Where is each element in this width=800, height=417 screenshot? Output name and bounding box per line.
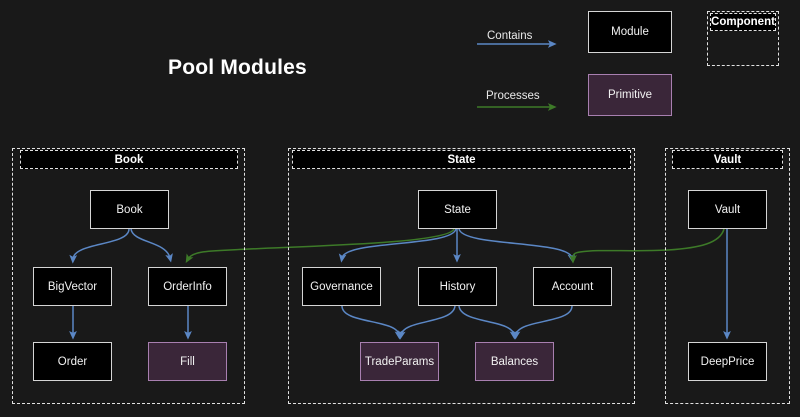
node-orderinfo[interactable]: OrderInfo	[148, 267, 227, 306]
page-title: Pool Modules	[168, 56, 307, 79]
node-fill[interactable]: Fill	[148, 342, 227, 381]
node-governance[interactable]: Governance	[302, 267, 381, 306]
node-book[interactable]: Book	[90, 190, 169, 229]
legend-processes-label: Processes	[486, 90, 540, 102]
node-state[interactable]: State	[418, 190, 497, 229]
container-book	[12, 148, 245, 404]
legend-primitive-box: Primitive	[588, 74, 672, 116]
node-history[interactable]: History	[418, 267, 497, 306]
legend-component-box	[707, 11, 779, 66]
node-tradeparams[interactable]: TradeParams	[360, 342, 439, 381]
container-book-label: Book	[20, 150, 238, 169]
node-balances[interactable]: Balances	[475, 342, 554, 381]
container-vault-label: Vault	[672, 150, 783, 169]
node-account[interactable]: Account	[533, 267, 612, 306]
container-state	[288, 148, 635, 404]
legend-component-label: Component	[710, 13, 776, 31]
container-state-label: State	[292, 150, 631, 169]
legend-module-box: Module	[588, 11, 672, 53]
legend-contains-label: Contains	[487, 30, 533, 42]
node-bigvector[interactable]: BigVector	[33, 267, 112, 306]
node-deepprice[interactable]: DeepPrice	[688, 342, 767, 381]
node-vault[interactable]: Vault	[688, 190, 767, 229]
node-order[interactable]: Order	[33, 342, 112, 381]
container-vault	[665, 148, 790, 404]
